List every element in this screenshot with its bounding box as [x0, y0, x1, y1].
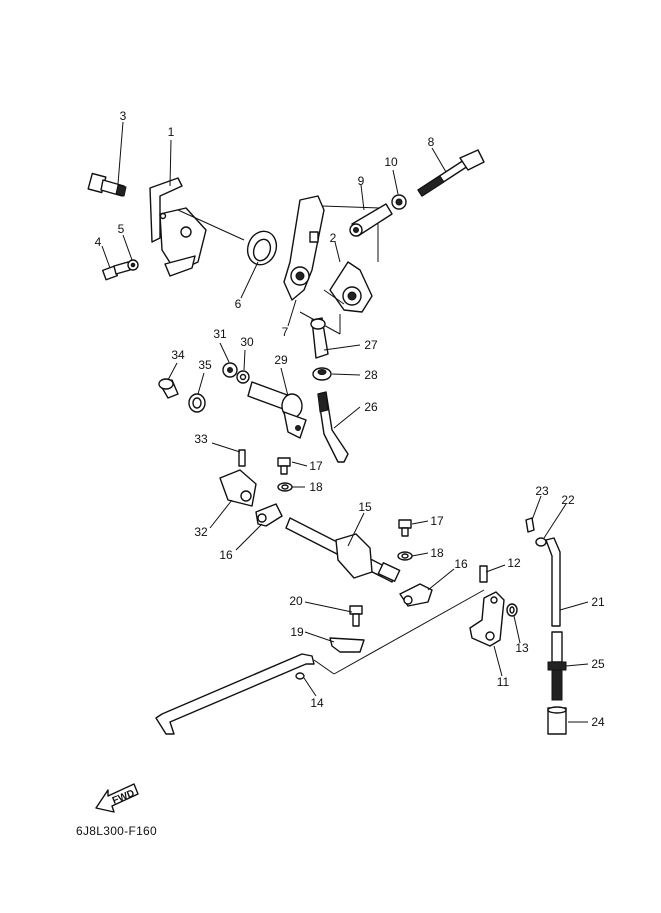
callout-17-b: 17 [430, 514, 444, 528]
callout-26: 26 [364, 400, 378, 414]
part-32-clamp [219, 469, 257, 507]
callout-21: 21 [591, 595, 605, 609]
diagram-caption: 6J8L300-F160 [76, 824, 157, 838]
part-11-lever [469, 591, 505, 647]
part-13-washer [506, 603, 518, 617]
callout-18-b: 18 [430, 546, 444, 560]
callout-10: 10 [384, 155, 398, 169]
part-20-bolt [349, 605, 363, 627]
callout-30: 30 [240, 335, 254, 349]
part-34-grommet [158, 378, 179, 399]
callout-1: 1 [168, 125, 175, 139]
part-26-rod [317, 391, 349, 463]
callout-3: 3 [120, 109, 127, 123]
callout-4: 4 [95, 235, 102, 249]
callout-29: 29 [274, 353, 288, 367]
callout-16: 16 [219, 548, 233, 562]
part-12-pin [479, 565, 488, 583]
part-18-washer [277, 482, 293, 492]
callout-23: 23 [535, 484, 549, 498]
part-25-adjuster [547, 631, 567, 701]
part-28-nut [312, 367, 332, 381]
callout-15: 15 [358, 500, 372, 514]
part-35-washer [188, 393, 206, 413]
callout-18: 18 [309, 480, 323, 494]
callout-34: 34 [171, 348, 185, 362]
part-33-pin [238, 449, 246, 467]
part-8-rod [417, 149, 485, 197]
part-9-joint [349, 203, 393, 237]
part-17-bolt [277, 457, 291, 475]
part-27-link [310, 317, 329, 359]
callout-32: 32 [194, 525, 208, 539]
part-19-plate [329, 637, 365, 653]
callout-16-b: 16 [454, 557, 468, 571]
callout-27: 27 [364, 338, 378, 352]
callout-31: 31 [213, 327, 227, 341]
callout-35: 35 [198, 358, 212, 372]
callout-12: 12 [507, 556, 521, 570]
part-29-shaft [247, 381, 307, 439]
part-22-washer [535, 537, 547, 547]
callout-5: 5 [118, 222, 125, 236]
part-16-clamp-b [399, 583, 433, 607]
callout-20: 20 [289, 594, 303, 608]
part-31-nut [222, 362, 238, 378]
part-5-nut [127, 259, 139, 271]
part-18-washer-b [397, 551, 413, 561]
callout-19: 19 [290, 625, 304, 639]
callout-28: 28 [364, 368, 378, 382]
part-4-screw [101, 261, 131, 281]
callout-24: 24 [591, 715, 605, 729]
part-15-shaft [285, 517, 401, 583]
fwd-label: FWD [111, 788, 136, 807]
part-10-nut [391, 194, 407, 210]
callout-8: 8 [428, 135, 435, 149]
callout-2: 2 [330, 231, 337, 245]
part-14-rod [155, 653, 315, 735]
callout-14: 14 [310, 696, 324, 710]
part-21-rod [545, 537, 561, 627]
callout-leaders [101, 121, 589, 723]
callout-17: 17 [309, 459, 323, 473]
part-16-clamp [255, 503, 283, 527]
callout-25: 25 [591, 657, 605, 671]
fwd-arrow-icon: FWD [95, 783, 139, 813]
part-1-bracket [149, 177, 245, 277]
part-30-washer [236, 370, 250, 384]
part-24-nut [547, 706, 567, 735]
callout-13: 13 [515, 641, 529, 655]
callout-11: 11 [497, 675, 510, 689]
callout-33: 33 [194, 432, 208, 446]
part-17-bolt-b [398, 519, 412, 537]
part-3-bolt [87, 172, 127, 197]
part-6-collar [246, 230, 278, 266]
callout-9: 9 [358, 174, 365, 188]
callout-7: 7 [282, 325, 289, 339]
callout-22: 22 [561, 493, 575, 507]
callout-6: 6 [235, 297, 242, 311]
callout-labels: 1 2 3 4 5 6 7 8 9 10 11 12 13 14 15 16 1… [95, 109, 605, 729]
part-7-lever [283, 195, 381, 301]
part-23-pin [525, 517, 535, 533]
